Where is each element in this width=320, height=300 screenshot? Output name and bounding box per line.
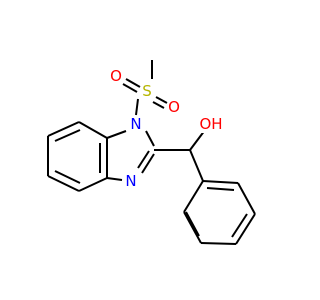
bond-ph-1-2	[202, 180, 239, 184]
bond-c2-n3-b	[137, 150, 150, 169]
atom-sulfur: S	[139, 82, 155, 100]
bond-n1-c2	[145, 130, 155, 147]
atom-oxygen-bottom: O	[166, 98, 182, 116]
bond-sulfur-oxygen-bottom-a	[155, 96, 168, 104]
bond-inner-c5-c4	[54, 170, 81, 184]
oxygen-top-label: O	[110, 67, 122, 85]
bond-n3-c3a	[106, 177, 123, 181]
bond-c2-n3-a	[141, 153, 155, 174]
atom-hydroxyl: OH	[198, 115, 224, 133]
bond-inner-c7-c6	[54, 129, 81, 142]
bond-ph-inner-2	[231, 213, 248, 238]
bond-sulfur-oxygen-top-a	[125, 78, 141, 88]
bond-ph-inner-3	[185, 211, 200, 237]
bond-sulfur-nitrogen	[135, 98, 139, 116]
sulfur-label: S	[142, 82, 152, 100]
bond-ph-2-3	[237, 182, 256, 215]
bond-ph-6-1	[183, 180, 204, 213]
bond-c7a-c7	[78, 121, 108, 139]
atom-oxygen-top: O	[108, 67, 124, 85]
bond-ph-inner-1	[206, 187, 235, 191]
bond-ph-3-4	[235, 213, 256, 245]
bond-ph-5-6	[183, 211, 202, 244]
bond-sulfur-oxygen-top-b	[122, 83, 138, 93]
bond-sulfur-oxygen-bottom-b	[152, 101, 165, 109]
bond-c7-c6	[47, 121, 80, 137]
bond-ch-hydroxyl	[189, 129, 206, 151]
atom-nitrogen-1: N	[128, 115, 144, 133]
bond-n1-c7a	[106, 130, 127, 139]
molecule-structure-diagram: S O O N N OH	[47, 60, 256, 245]
nitrogen-3-label: N	[125, 172, 136, 190]
bond-ch-phenyl	[189, 149, 204, 182]
bond-c5-c4	[47, 175, 80, 192]
oxygen-bottom-label: O	[168, 98, 180, 116]
nitrogen-1-label: N	[130, 115, 141, 133]
atom-labels: S O O N N OH	[108, 67, 224, 190]
hydroxyl-label: OH	[199, 115, 222, 133]
bond-c4-c3a	[78, 177, 108, 192]
bonds	[47, 60, 256, 245]
atom-nitrogen-3: N	[123, 172, 139, 190]
bond-ph-4-5	[200, 242, 237, 245]
